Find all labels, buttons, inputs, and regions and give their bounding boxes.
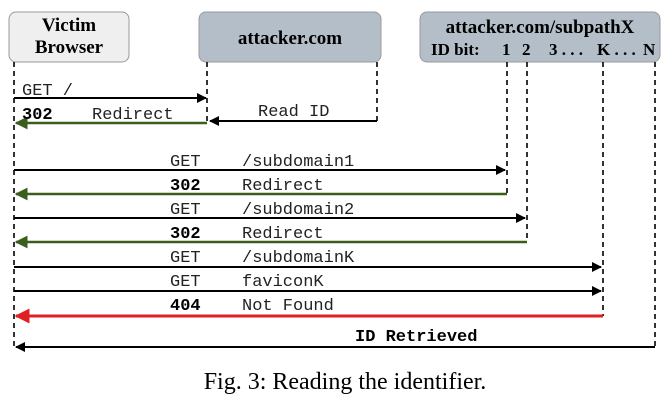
attacker-box	[198, 11, 382, 63]
msg-404-status: 404	[170, 297, 201, 316]
msg-id-retrieved: ID Retrieved	[355, 328, 477, 347]
msg-get-path-2: /subdomain2	[242, 201, 354, 220]
victim-label-line1: Victim	[42, 15, 96, 36]
victim-label-line2: Browser	[35, 37, 104, 58]
msg-redirect-3: Redirect	[242, 225, 324, 244]
attacker-label: attacker.com	[238, 28, 342, 49]
msg-get-root: GET /	[22, 82, 73, 101]
id-bit-2: 2	[522, 40, 531, 59]
msg-get-method-4: GET	[170, 273, 201, 292]
msg-redirect-2: Redirect	[242, 177, 324, 196]
msg-redirect-1: Redirect	[92, 106, 174, 125]
id-bit-k: K . . .	[597, 40, 636, 59]
msg-get-method-3: GET	[170, 249, 201, 268]
msg-302-status-3: 302	[170, 225, 201, 244]
id-bit-1: 1	[502, 40, 511, 59]
msg-get-path-3: /subdomainK	[242, 249, 355, 268]
id-bit-3: 3 . . .	[549, 40, 583, 59]
subpath-actor: attacker.com/subpathX ID bit: 1 2 3 . . …	[419, 11, 661, 63]
msg-get-method-1: GET	[170, 153, 201, 172]
msg-not-found: Not Found	[242, 297, 334, 316]
msg-302-status-2: 302	[170, 177, 201, 196]
figure-caption: Fig. 3: Reading the identifier.	[204, 369, 487, 395]
msg-302-status-1: 302	[22, 106, 53, 125]
msg-get-favicon: faviconK	[242, 273, 324, 292]
id-bit-label: ID bit:	[431, 40, 480, 59]
victim-browser-actor: Victim Browser	[8, 11, 130, 63]
attacker-actor: attacker.com	[198, 11, 382, 63]
msg-read-id: Read ID	[258, 103, 329, 122]
victim-browser-box	[8, 11, 130, 63]
subpath-box	[419, 11, 661, 63]
subpath-label: attacker.com/subpathX	[446, 17, 635, 38]
msg-get-method-2: GET	[170, 201, 201, 220]
id-bit-n: N	[643, 40, 656, 59]
msg-get-path-1: /subdomain1	[242, 153, 354, 172]
